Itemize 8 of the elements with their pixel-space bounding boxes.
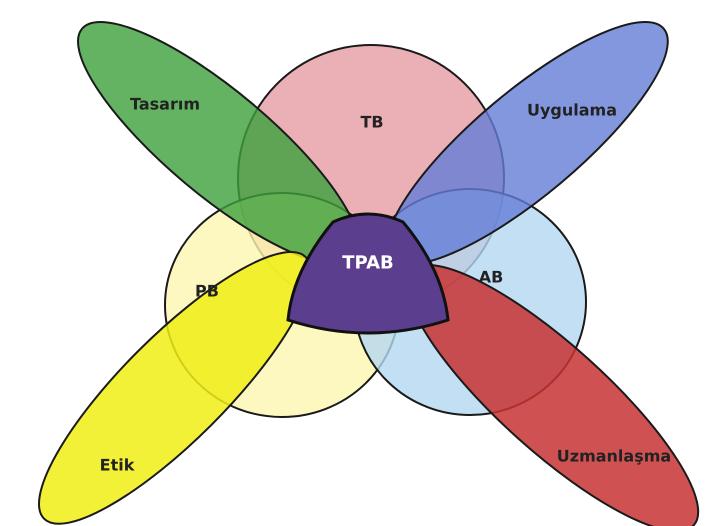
region-label: Etik	[100, 455, 134, 474]
region-label: AB	[478, 268, 504, 286]
region-label: Uzmanlaşma	[556, 446, 672, 466]
region-label: TPAB	[342, 252, 394, 274]
region-label: PB	[195, 282, 219, 300]
region-label: Uygulama	[526, 100, 617, 120]
region-label: Tasarım	[130, 94, 200, 114]
region-label: TB	[360, 112, 384, 132]
